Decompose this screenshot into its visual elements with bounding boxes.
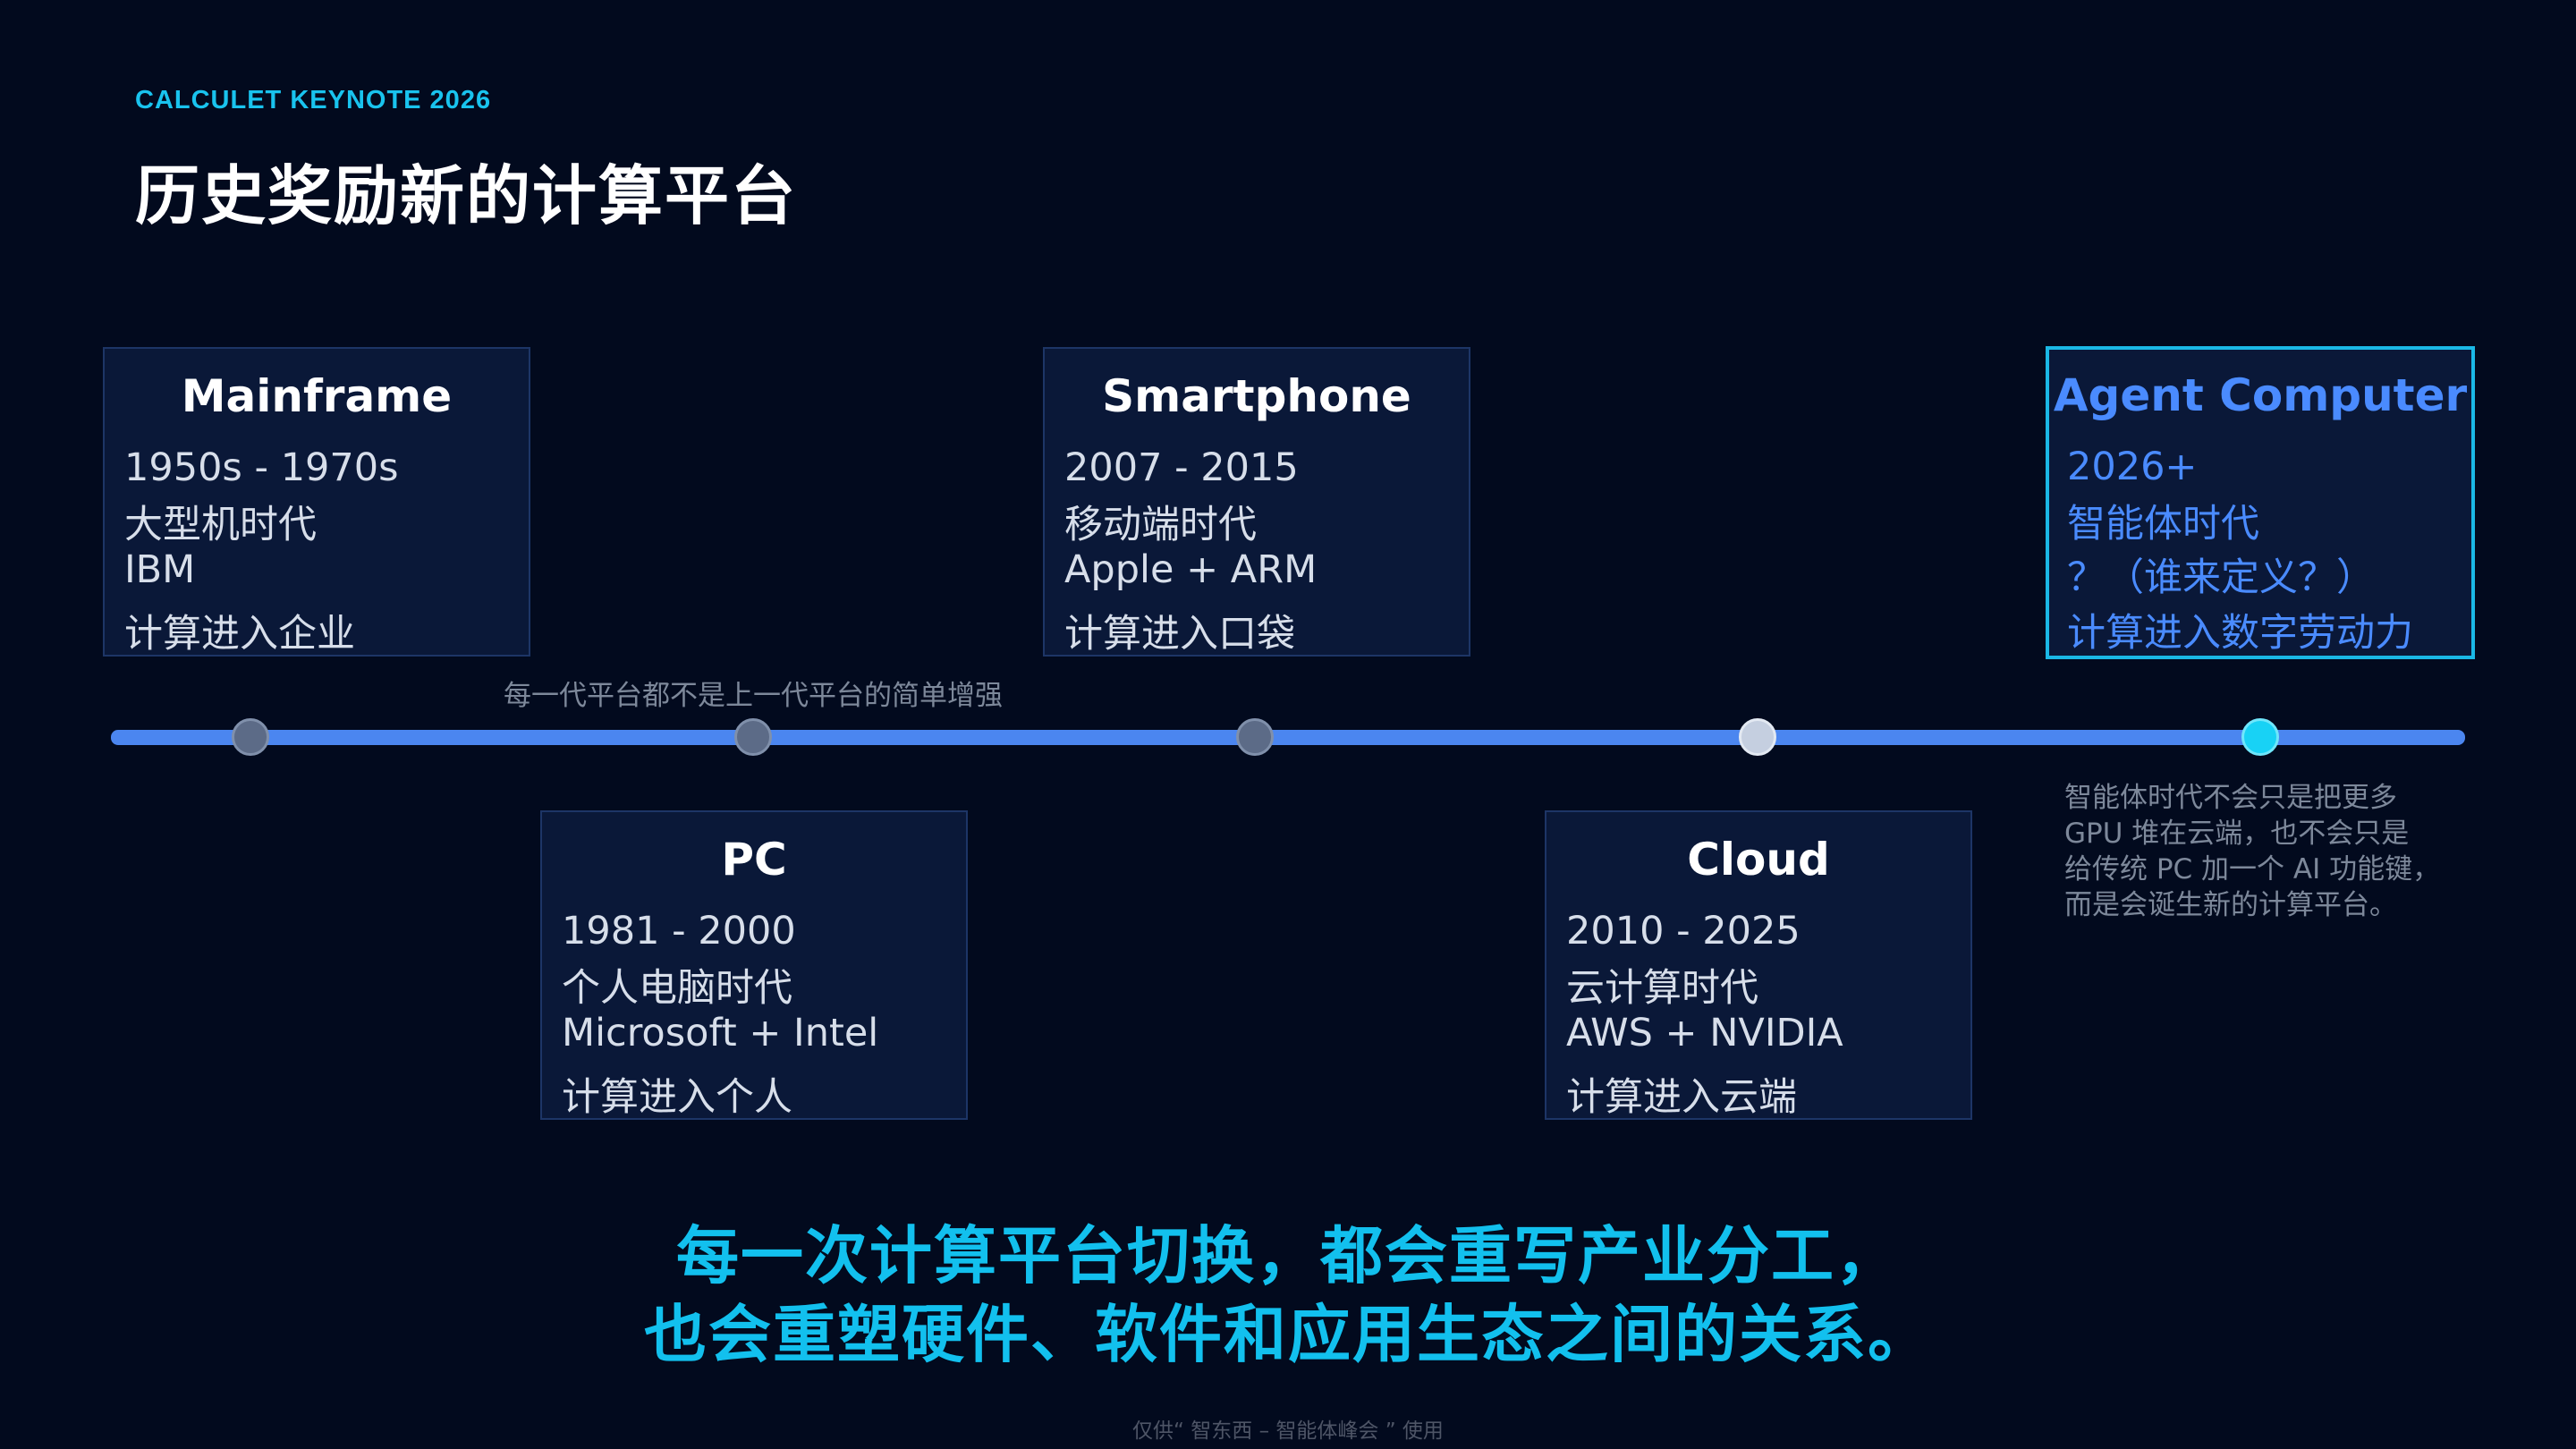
era-meaning: 计算进入口袋 [1064,612,1295,657]
era-name-zh: 智能体时代 [2067,502,2259,547]
era-players: ？（谁来定义？） [2067,555,2375,600]
agent-era-note-line: 智能体时代不会只是把更多 [2064,782,2397,814]
era-title: Agent Computer [2053,369,2468,421]
era-years: 2007 - 2015 [1064,445,1299,490]
era-meaning: 计算进入云端 [1566,1075,1797,1120]
agent-era-note: 智能体时代不会只是把更多 GPU 堆在云端，也不会只是 给传统 PC 加一个 A… [2064,780,2485,923]
timeline-bar [111,730,2465,745]
era-meaning: 计算进入数字劳动力 [2067,611,2413,656]
era-card-smartphone: Smartphone 2007 - 2015 移动端时代 Apple + ARM… [1043,347,1470,657]
era-card-pc: PC 1981 - 2000 个人电脑时代 Microsoft + Intel … [540,810,968,1120]
era-players: AWS + NVIDIA [1566,1011,1843,1055]
era-players: IBM [124,547,196,592]
agent-era-note-line: 给传统 PC 加一个 AI 功能键， [2064,853,2441,886]
era-title: PC [721,834,787,886]
event-kicker: CALCULET KEYNOTE 2026 [135,86,492,114]
era-name-zh: 大型机时代 [124,503,317,547]
agent-era-note-line: GPU 堆在云端，也不会只是 [2064,818,2410,850]
timeline-dot-smartphone [1236,718,1274,756]
era-meaning: 计算进入企业 [124,612,355,657]
era-title: Smartphone [1102,370,1411,422]
era-title: Cloud [1687,834,1830,886]
timeline-dot-mainframe [232,718,269,756]
era-years: 2010 - 2025 [1566,909,1801,953]
era-years: 1981 - 2000 [562,909,796,953]
agent-era-note-line: 而是会诞生新的计算平台。 [2064,889,2397,921]
conclusion-line-1: 每一次计算平台切换，都会重写产业分工， [676,1219,1900,1292]
era-name-zh: 移动端时代 [1064,503,1257,547]
era-name-zh: 个人电脑时代 [562,966,792,1011]
conclusion-line-2: 也会重塑硬件、软件和应用生态之间的关系。 [644,1298,1932,1371]
usage-footer: 仅供“ 智东西 – 智能体峰会 ” 使用 [1132,1419,1444,1443]
era-card-mainframe: Mainframe 1950s - 1970s 大型机时代 IBM 计算进入企业 [103,347,530,657]
era-title: Mainframe [181,370,453,422]
timeline-dot-agent-computer [2241,718,2279,756]
era-card-agent-computer: Agent Computer 2026+ 智能体时代 ？（谁来定义？） 计算进入… [2046,346,2475,659]
slide-title: 历史奖励新的计算平台 [135,158,798,233]
era-years: 2026+ [2067,445,2198,489]
era-name-zh: 云计算时代 [1566,966,1758,1011]
era-players: Apple + ARM [1064,547,1318,592]
timeline-dot-cloud [1739,718,1776,756]
timeline-note: 每一代平台都不是上一代平台的简单增强 [504,680,1003,712]
era-players: Microsoft + Intel [562,1011,879,1055]
era-meaning: 计算进入个人 [562,1075,792,1120]
era-card-cloud: Cloud 2010 - 2025 云计算时代 AWS + NVIDIA 计算进… [1545,810,1972,1120]
era-years: 1950s - 1970s [124,445,399,490]
timeline-dot-pc [734,718,772,756]
